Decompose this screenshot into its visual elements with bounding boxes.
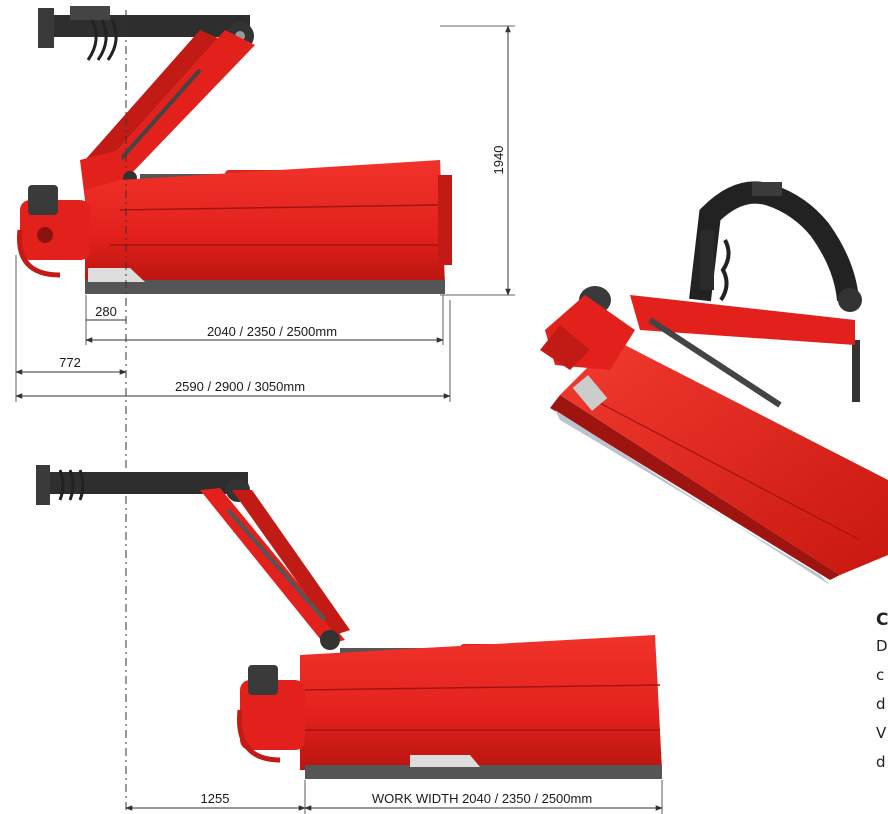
gearbox (17, 185, 90, 278)
bottom-lifting-arm (200, 488, 350, 650)
dimension-height: 1940 (491, 146, 506, 175)
dimension-offset-small: 280 (95, 304, 117, 319)
side-line: c (876, 666, 885, 684)
hitch-frame (38, 6, 254, 61)
side-line: d (876, 695, 886, 713)
side-description-text: C D c d V d (876, 608, 888, 777)
dimension-offset-left: 772 (59, 355, 81, 370)
side-line: d (876, 753, 886, 771)
bottom-gearbox (237, 665, 305, 763)
mower-body (85, 160, 452, 294)
iso-mower-body (550, 340, 888, 585)
bottom-mower-body (299, 635, 662, 779)
dimension-work-width-extended: WORK WIDTH 2040 / 2350 / 2500mm (372, 791, 592, 806)
mower-isometric-view (540, 181, 888, 585)
lifting-arm (80, 30, 255, 200)
mower-side-view-top (17, 6, 452, 294)
dimension-total-width: 2590 / 2900 / 3050mm (175, 379, 305, 394)
iso-curved-arm (689, 181, 862, 402)
dimension-offset-extended: 1255 (201, 791, 230, 806)
iso-boom (630, 295, 855, 345)
side-heading: C (876, 610, 888, 630)
top-dimension-lines: 1940 280 2040 / 2350 / 2500mm 772 2590 /… (15, 10, 515, 814)
iso-gearbox (540, 286, 635, 370)
bottom-dimension-lines: 1255 WORK WIDTH 2040 / 2350 / 2500mm (125, 780, 663, 814)
dimension-work-width: 2040 / 2350 / 2500mm (207, 324, 337, 339)
side-line: V (876, 724, 887, 742)
mower-side-view-bottom (36, 465, 662, 779)
side-line: D (876, 637, 888, 655)
